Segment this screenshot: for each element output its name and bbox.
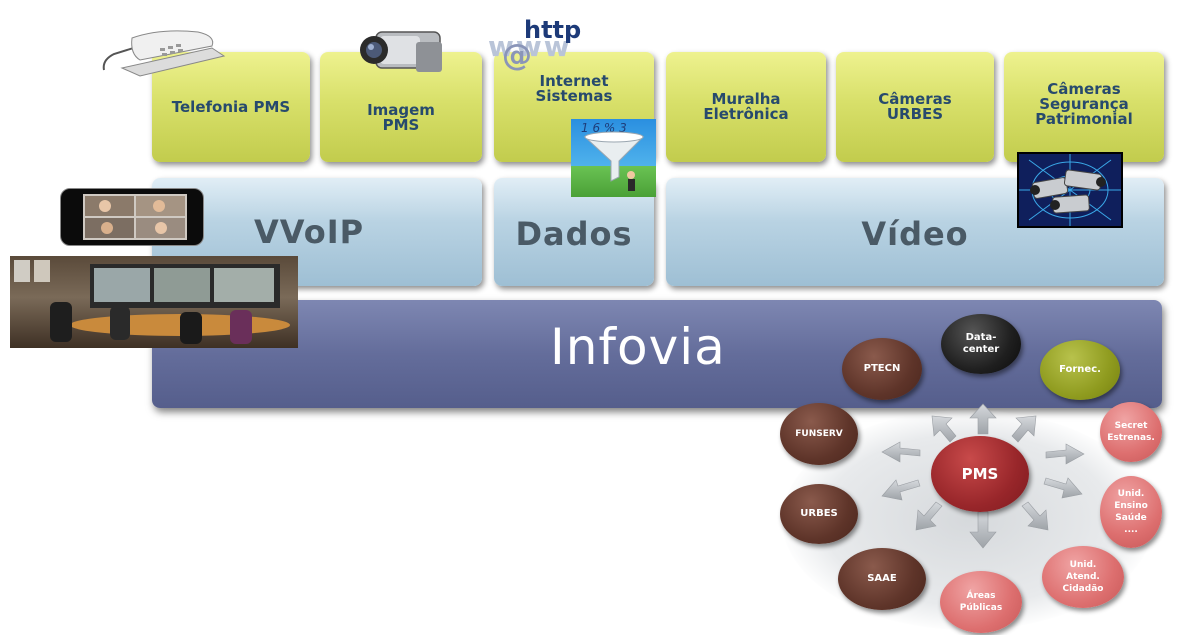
node-label: FUNSERV	[795, 429, 843, 439]
hub-arrows	[881, 403, 1085, 549]
hub-node-datacenter: Data- center	[941, 314, 1021, 374]
camcorder-icon	[360, 31, 442, 72]
service-telefonia-pms: Telefonia PMS	[152, 52, 310, 162]
hub-node-funserv: FUNSERV	[780, 403, 858, 465]
service-cameras-urbes: Câmeras URBES	[836, 52, 994, 162]
service-label: Telefonia PMS	[171, 97, 291, 116]
node-label: URBES	[800, 508, 838, 519]
telephone-icon	[102, 30, 226, 77]
node-label-line: Atend.	[1066, 572, 1100, 582]
node-label-line: Públicas	[959, 603, 1003, 613]
service-label-line: Segurança	[1039, 95, 1129, 113]
hub-node-fornec: Fornec.	[1040, 340, 1120, 400]
service-label-line: URBES	[886, 105, 944, 123]
service-label-line: Imagem	[367, 101, 435, 119]
internet-cluster-icon: www http @	[488, 16, 598, 76]
smartphone-videocall-image	[60, 188, 204, 246]
node-label: SAAE	[867, 573, 897, 584]
node-label-line: center	[962, 344, 1000, 355]
service-imagem-pms: Imagem PMS	[320, 52, 482, 162]
infovia-label: Infovia	[550, 318, 726, 376]
hub-node-unid-atend: Unid. Atend. Cidadão	[1042, 546, 1124, 608]
hub-node-saae: SAAE	[838, 548, 926, 610]
hub-node-ptecn: PTECN	[842, 338, 922, 400]
service-label-line: Internet	[539, 72, 609, 90]
hub-node-areas-publicas: Áreas Públicas	[940, 571, 1022, 633]
node-label: Fornec.	[1059, 364, 1101, 375]
node-label-line: ....	[1124, 525, 1138, 535]
service-label-line: Câmeras	[1047, 80, 1121, 98]
at-symbol: @	[502, 38, 532, 73]
node-label-line: Data-	[965, 332, 997, 343]
node-label: PTECN	[863, 363, 901, 374]
layer-label: VVoIP	[253, 213, 365, 251]
node-label-line: Saúde	[1115, 513, 1147, 523]
service-label-line: PMS	[382, 116, 420, 134]
http-text: http	[524, 16, 582, 44]
service-label-line: Muralha	[711, 90, 781, 108]
service-label-line: Eletrônica	[703, 105, 789, 123]
node-label-line: Estrenas.	[1107, 433, 1155, 443]
funnel-numbers: 1 6 % 3	[581, 121, 627, 135]
hub-node-unid-ensino: Unid. Ensino Saúde ....	[1100, 476, 1162, 548]
node-label-line: Cidadão	[1062, 584, 1104, 594]
node-label-line: Unid.	[1117, 489, 1145, 499]
service-cameras-seguranca: Câmeras Segurança Patrimonial	[1004, 52, 1164, 162]
service-muralha-eletronica: Muralha Eletrônica	[666, 52, 826, 162]
funnel-icon: 1 6 % 3	[571, 119, 656, 197]
service-label-line: Câmeras	[878, 90, 952, 108]
service-label-line: Sistemas	[535, 87, 613, 105]
layer-label: Dados	[515, 215, 633, 253]
layer-label: Vídeo	[861, 215, 969, 253]
conference-room-image	[10, 256, 298, 348]
hub-node-secret: Secret Estrenas.	[1100, 402, 1162, 462]
node-label-line: Unid.	[1069, 560, 1097, 570]
node-label: PMS	[961, 465, 999, 483]
www-text: www	[488, 30, 572, 63]
node-label-line: Secret	[1114, 421, 1148, 431]
hub-node-urbes: URBES	[780, 484, 858, 544]
node-label-line: Ensino	[1114, 501, 1148, 511]
hub-node-pms: PMS	[931, 436, 1029, 512]
node-label-line: Áreas	[966, 591, 996, 601]
security-cameras-icon	[1017, 152, 1123, 228]
service-label-line: Patrimonial	[1035, 110, 1133, 128]
